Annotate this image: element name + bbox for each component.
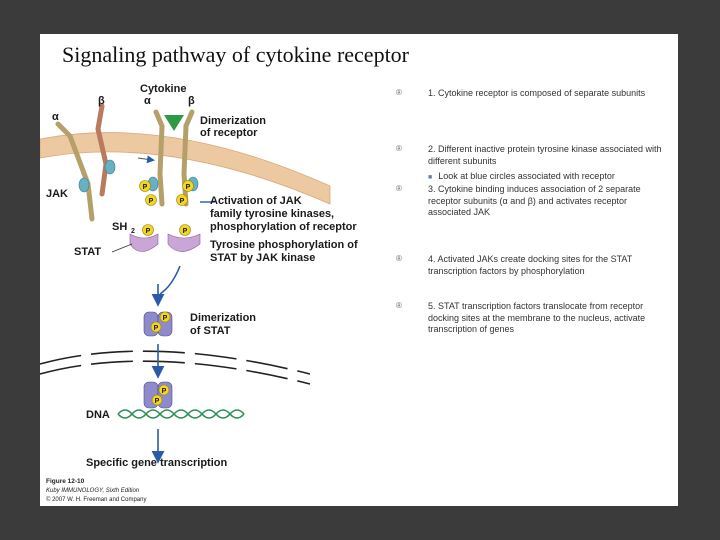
svg-text:P: P — [186, 184, 191, 191]
label-dimerization-stat-2: of STAT — [190, 325, 231, 337]
receptor-alpha-dimer — [153, 109, 165, 207]
svg-text:P: P — [143, 184, 148, 191]
dna-helix — [117, 409, 245, 419]
label-activation-1: Activation of JAK — [210, 195, 302, 207]
label-activation-2: family tyrosine kinases, — [210, 208, 334, 220]
stat-pointer — [111, 243, 133, 253]
bullet-marker: ® — [396, 144, 402, 153]
flow-arrow — [159, 265, 181, 295]
sub-bullet: ■ Look at blue circles associated with re… — [428, 171, 668, 183]
bullet-text: 2. Different inactive protein tyrosine k… — [428, 144, 662, 166]
phosphate-icon: P — [159, 311, 171, 323]
receptor-beta-left — [95, 103, 109, 197]
nuclear-membrane — [40, 360, 311, 385]
bullet-marker: ® — [396, 88, 402, 97]
slide-title: Signaling pathway of cytokine receptor — [62, 42, 410, 67]
bullet-text: 5. STAT transcription factors translocat… — [428, 301, 646, 334]
figure-caption-copyright: © 2007 W. H. Freeman and Company — [46, 496, 146, 503]
svg-text:P: P — [180, 198, 185, 205]
slide: Signaling pathway of cytokine receptor P — [40, 34, 678, 506]
label-jak: JAK — [46, 188, 68, 200]
svg-text:P: P — [154, 325, 159, 332]
figure-caption-book: Kuby IMMUNOLOGY, Sixth Edition — [46, 488, 140, 494]
label-tyrosine-1: Tyrosine phosphorylation of — [210, 239, 358, 251]
phosphate-icon: P — [139, 180, 151, 192]
cytokine-icon — [164, 115, 184, 131]
stat-icon — [167, 233, 201, 252]
label-stat: STAT — [74, 246, 101, 258]
nuclear-membrane — [40, 350, 311, 375]
svg-text:P: P — [155, 398, 160, 405]
dna-helix — [117, 409, 245, 419]
svg-text:P: P — [183, 228, 188, 235]
jak-icon — [104, 159, 116, 175]
bullet-text: 3. Cytokine binding induces association … — [428, 184, 641, 217]
sub-bullet-text: Look at blue circles associated with rec… — [438, 171, 615, 181]
bullet-marker: ® — [396, 254, 402, 263]
phosphate-icon: P — [176, 194, 188, 206]
svg-text:P: P — [149, 198, 154, 205]
bullet-text: 4. Activated JAKs create docking sites f… — [428, 254, 633, 276]
cytokine-signaling-diagram: P P P P P P — [40, 83, 358, 503]
phosphate-icon: P — [145, 194, 157, 206]
receptor-alpha-left — [55, 121, 95, 222]
bullet-marker: ® — [396, 301, 402, 310]
membrane-arrow — [137, 155, 155, 164]
sub-bullet-marker: ■ — [428, 174, 433, 181]
jak-icon — [78, 177, 90, 193]
phosphate-icon: P — [179, 224, 191, 236]
cell-membrane — [40, 132, 331, 205]
svg-text:P: P — [162, 388, 167, 395]
label-dna: DNA — [86, 409, 110, 421]
figure-caption-number: Figure 12-10 — [46, 478, 85, 485]
label-sh2: SH — [112, 221, 127, 233]
svg-text:P: P — [146, 228, 151, 235]
svg-text:P: P — [163, 315, 168, 322]
bullet-text: 1. Cytokine receptor is composed of sepa… — [428, 88, 646, 98]
label-dimerization-receptor-2: of receptor — [200, 127, 258, 139]
stat-icon — [129, 233, 159, 252]
stat-dimer-dna: P P — [143, 381, 173, 409]
label-tyrosine-2: STAT by JAK kinase — [210, 252, 315, 264]
label-alpha: α — [144, 95, 151, 107]
phosphate-icon: P — [150, 321, 162, 333]
phosphate-icon: P — [158, 384, 170, 396]
phosphate-icon: P — [142, 224, 154, 236]
bullet-marker: ® — [396, 184, 402, 193]
stat-dimer: P P — [143, 311, 173, 337]
label-beta: β — [188, 95, 195, 107]
label-cytokine: Cytokine — [140, 83, 186, 95]
phosphate-icon: P — [182, 180, 194, 192]
label-beta-left: β — [98, 95, 105, 107]
label-specific-gene-transcription: Specific gene transcription — [86, 457, 227, 469]
phosphate-icon: P — [151, 394, 163, 406]
label-sh2-subscript: 2 — [131, 228, 135, 235]
label-dimerization-stat-1: Dimerization — [190, 312, 256, 324]
label-dimerization-receptor: Dimerization — [200, 115, 266, 127]
label-alpha-left: α — [52, 111, 59, 123]
label-activation-3: phosphorylation of receptor — [210, 221, 357, 233]
